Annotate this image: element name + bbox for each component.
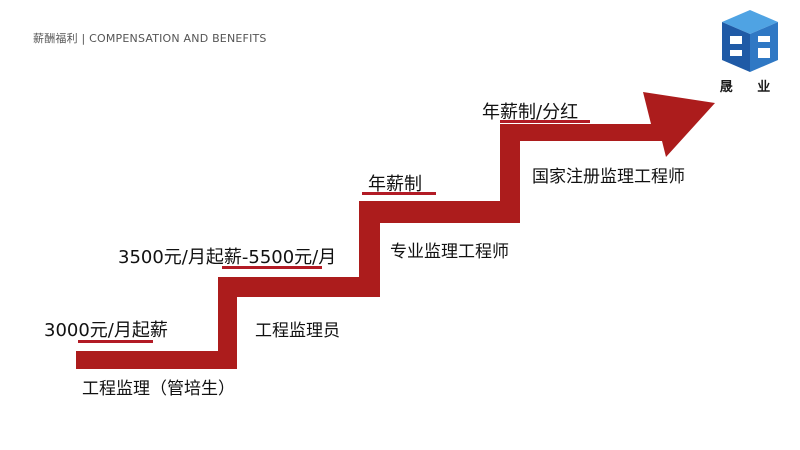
- step-2-role: 工程监理员: [255, 321, 340, 341]
- company-logo: 晟 业: [718, 6, 782, 95]
- step-4-salary: 年薪制/分红: [482, 102, 579, 123]
- logo-text: 晟 业: [719, 80, 781, 95]
- section-header: 薪酬福利 | COMPENSATION AND BENEFITS: [33, 32, 267, 45]
- staircase-arrow: [76, 92, 715, 369]
- step-4-role: 国家注册监理工程师: [532, 167, 685, 187]
- salary-underline-3: [362, 192, 436, 195]
- step-1-role: 工程监理（管培生）: [82, 379, 235, 399]
- step-3-salary: 年薪制: [368, 174, 422, 195]
- salary-underline-2: [222, 266, 322, 269]
- step-2-salary: 3500元/月起薪-5500元/月: [118, 247, 337, 268]
- logo-mark-icon: [722, 10, 778, 72]
- step-3-role: 专业监理工程师: [390, 242, 509, 262]
- salary-underline-1: [78, 340, 153, 343]
- step-1-salary: 3000元/月起薪: [44, 320, 168, 341]
- salary-underline-4: [500, 120, 590, 123]
